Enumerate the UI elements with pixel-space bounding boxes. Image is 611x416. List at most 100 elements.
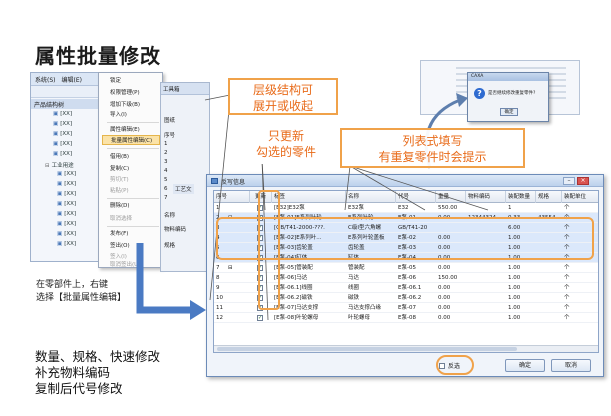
menu-item-delete[interactable]: 删除(D) [110, 203, 130, 209]
cell-qty[interactable]: 1.00 [508, 305, 521, 311]
row-update-checkbox[interactable]: ✓ [257, 285, 263, 291]
row-update-checkbox[interactable]: ✓ [257, 315, 263, 321]
close-icon[interactable]: × [577, 177, 589, 185]
ok-button[interactable]: 确定 [505, 359, 545, 372]
menu-item-import[interactable]: 导入(I) [110, 112, 127, 118]
cell-qty[interactable]: 1.00 [508, 235, 521, 241]
tree-node[interactable]: [XX] [57, 201, 76, 210]
cell-weight[interactable]: 0.00 [438, 285, 451, 291]
cell-unit[interactable]: 个 [564, 285, 570, 291]
menu-item-borrow[interactable]: 借用(B) [110, 154, 130, 160]
cell-weight[interactable]: 550.00 [438, 205, 458, 211]
row-update-checkbox[interactable]: ✓ [257, 295, 263, 301]
tree-node[interactable]: [XX] [57, 241, 76, 250]
cell-weight[interactable]: 0.00 [438, 315, 451, 321]
tab-process[interactable]: 工艺文 [173, 184, 194, 194]
menu-item-undo-checkout[interactable]: 取消签出(U) [110, 262, 141, 268]
menu-item-edit-attr[interactable]: 属性编辑(E) [110, 127, 140, 133]
tree-node[interactable]: [XX] [53, 141, 72, 150]
cell-code[interactable]: E泵-07 [398, 305, 416, 311]
cancel-button[interactable]: 取消 [551, 359, 591, 372]
cell-unit[interactable]: 个 [564, 235, 570, 241]
cell-weight[interactable]: 0.00 [438, 295, 451, 301]
menu-edit[interactable]: 编辑(E) [61, 77, 82, 84]
tree-node-folder[interactable]: 工业用途 [45, 161, 74, 170]
msgbox-ok-button[interactable]: 确定 [500, 108, 518, 116]
cell-code[interactable]: E泵-06.2 [398, 295, 422, 301]
cell-unit[interactable]: 个 [564, 245, 570, 251]
cell-unit[interactable]: 个 [564, 305, 570, 311]
menu-item-publish[interactable]: 发布(F) [110, 231, 129, 237]
cell-qty[interactable]: 1.00 [508, 285, 521, 291]
cell-weight[interactable]: 0.00 [438, 305, 451, 311]
col-header-update[interactable]: 更新 [250, 191, 272, 203]
tree-node[interactable]: [XX] [57, 211, 76, 220]
tree-node[interactable]: [XX] [57, 231, 76, 240]
row-update-checkbox[interactable]: ✓ [257, 225, 263, 231]
cell-name[interactable]: 线圈 [348, 285, 360, 291]
col-header-unit[interactable]: 装配单位 [562, 191, 598, 203]
cell-code[interactable]: E泵-08 [398, 315, 416, 321]
cell-tree[interactable]: ⊟ [228, 265, 233, 271]
cell-qty[interactable]: 1.00 [508, 265, 521, 271]
cell-unit[interactable]: 个 [564, 225, 570, 231]
cell-code[interactable]: E泵-06.1 [398, 285, 422, 291]
row-update-checkbox[interactable]: ✓ [257, 275, 263, 281]
menu-item-lock[interactable]: 锁定 [110, 78, 122, 84]
cell-weight[interactable]: 0.00 [438, 235, 451, 241]
cell-code[interactable]: E泵-05 [398, 265, 416, 271]
cell-name[interactable]: 齿轮盖 [348, 245, 365, 251]
cell-code[interactable]: E泵-03 [398, 245, 416, 251]
cell-unit[interactable]: 个 [564, 205, 570, 211]
cell-name[interactable]: 马达支撑凸缘 [348, 305, 382, 311]
cell-qty[interactable]: 1 [508, 205, 512, 211]
tree-node[interactable]: [XX] [57, 221, 76, 230]
menu-system[interactable]: 系统(S) [35, 77, 56, 84]
cell-unit[interactable]: 个 [564, 295, 570, 301]
tree-node[interactable]: [XX] [53, 131, 72, 140]
tree-node[interactable]: [XX] [57, 181, 76, 190]
tab-toolbox[interactable]: 工具箱 [161, 83, 209, 95]
col-header-name[interactable]: 名称 [346, 191, 396, 203]
cell-weight[interactable]: 0.00 [438, 245, 451, 251]
tree-node[interactable]: [XX] [53, 151, 72, 160]
cell-qty[interactable]: 6.00 [508, 225, 521, 231]
cell-qty[interactable]: 1.00 [508, 315, 521, 321]
col-header-qty[interactable]: 装配数量 [506, 191, 536, 203]
cell-unit[interactable]: 个 [564, 275, 570, 281]
cell-name[interactable]: 管装配 [348, 265, 365, 271]
menu-item-checkin[interactable]: 签入(I) [110, 254, 127, 260]
minimize-icon[interactable]: – [563, 177, 575, 185]
col-header-material[interactable]: 物料编码 [466, 191, 506, 203]
cell-name[interactable]: 叶轮螺母 [348, 315, 371, 321]
horizontal-scrollbar[interactable] [214, 345, 598, 352]
cell-qty[interactable]: 1.00 [508, 275, 521, 281]
cell-name[interactable]: 马达 [348, 275, 360, 281]
row-update-checkbox[interactable]: ✓ [257, 205, 263, 211]
menu-item-cut[interactable]: 剪切(T) [110, 177, 129, 183]
scrollbar-thumb[interactable] [217, 347, 517, 351]
tree-node[interactable]: [XX] [53, 111, 72, 120]
cell-code[interactable]: E泵-02 [398, 235, 416, 241]
menu-item-permission[interactable]: 权限管理(P) [110, 90, 140, 96]
cell-name[interactable]: E系列叶轮盖板 [348, 235, 385, 241]
menu-item-copy[interactable]: 复制(C) [110, 166, 130, 172]
cell-weight[interactable]: 0.00 [438, 265, 451, 271]
row-update-checkbox[interactable]: ✓ [257, 265, 263, 271]
cell-code[interactable]: GB/T41-20 [398, 225, 428, 231]
menu-item-batch-edit[interactable]: 批量属性编辑(C) [102, 135, 160, 145]
cell-name[interactable]: 磁铁 [348, 295, 360, 301]
cell-weight[interactable]: 150.00 [438, 275, 458, 281]
col-header-weight[interactable]: 重量 [436, 191, 466, 203]
cell-code[interactable]: E32 [398, 205, 409, 211]
menu-item-deselect[interactable]: 取消选择 [110, 216, 133, 222]
col-header-spec[interactable]: 规格 [536, 191, 562, 203]
menu-item-paste[interactable]: 粘贴(P) [110, 188, 129, 194]
tree-node[interactable]: [XX] [53, 121, 72, 130]
row-update-checkbox[interactable]: ✓ [257, 235, 263, 241]
